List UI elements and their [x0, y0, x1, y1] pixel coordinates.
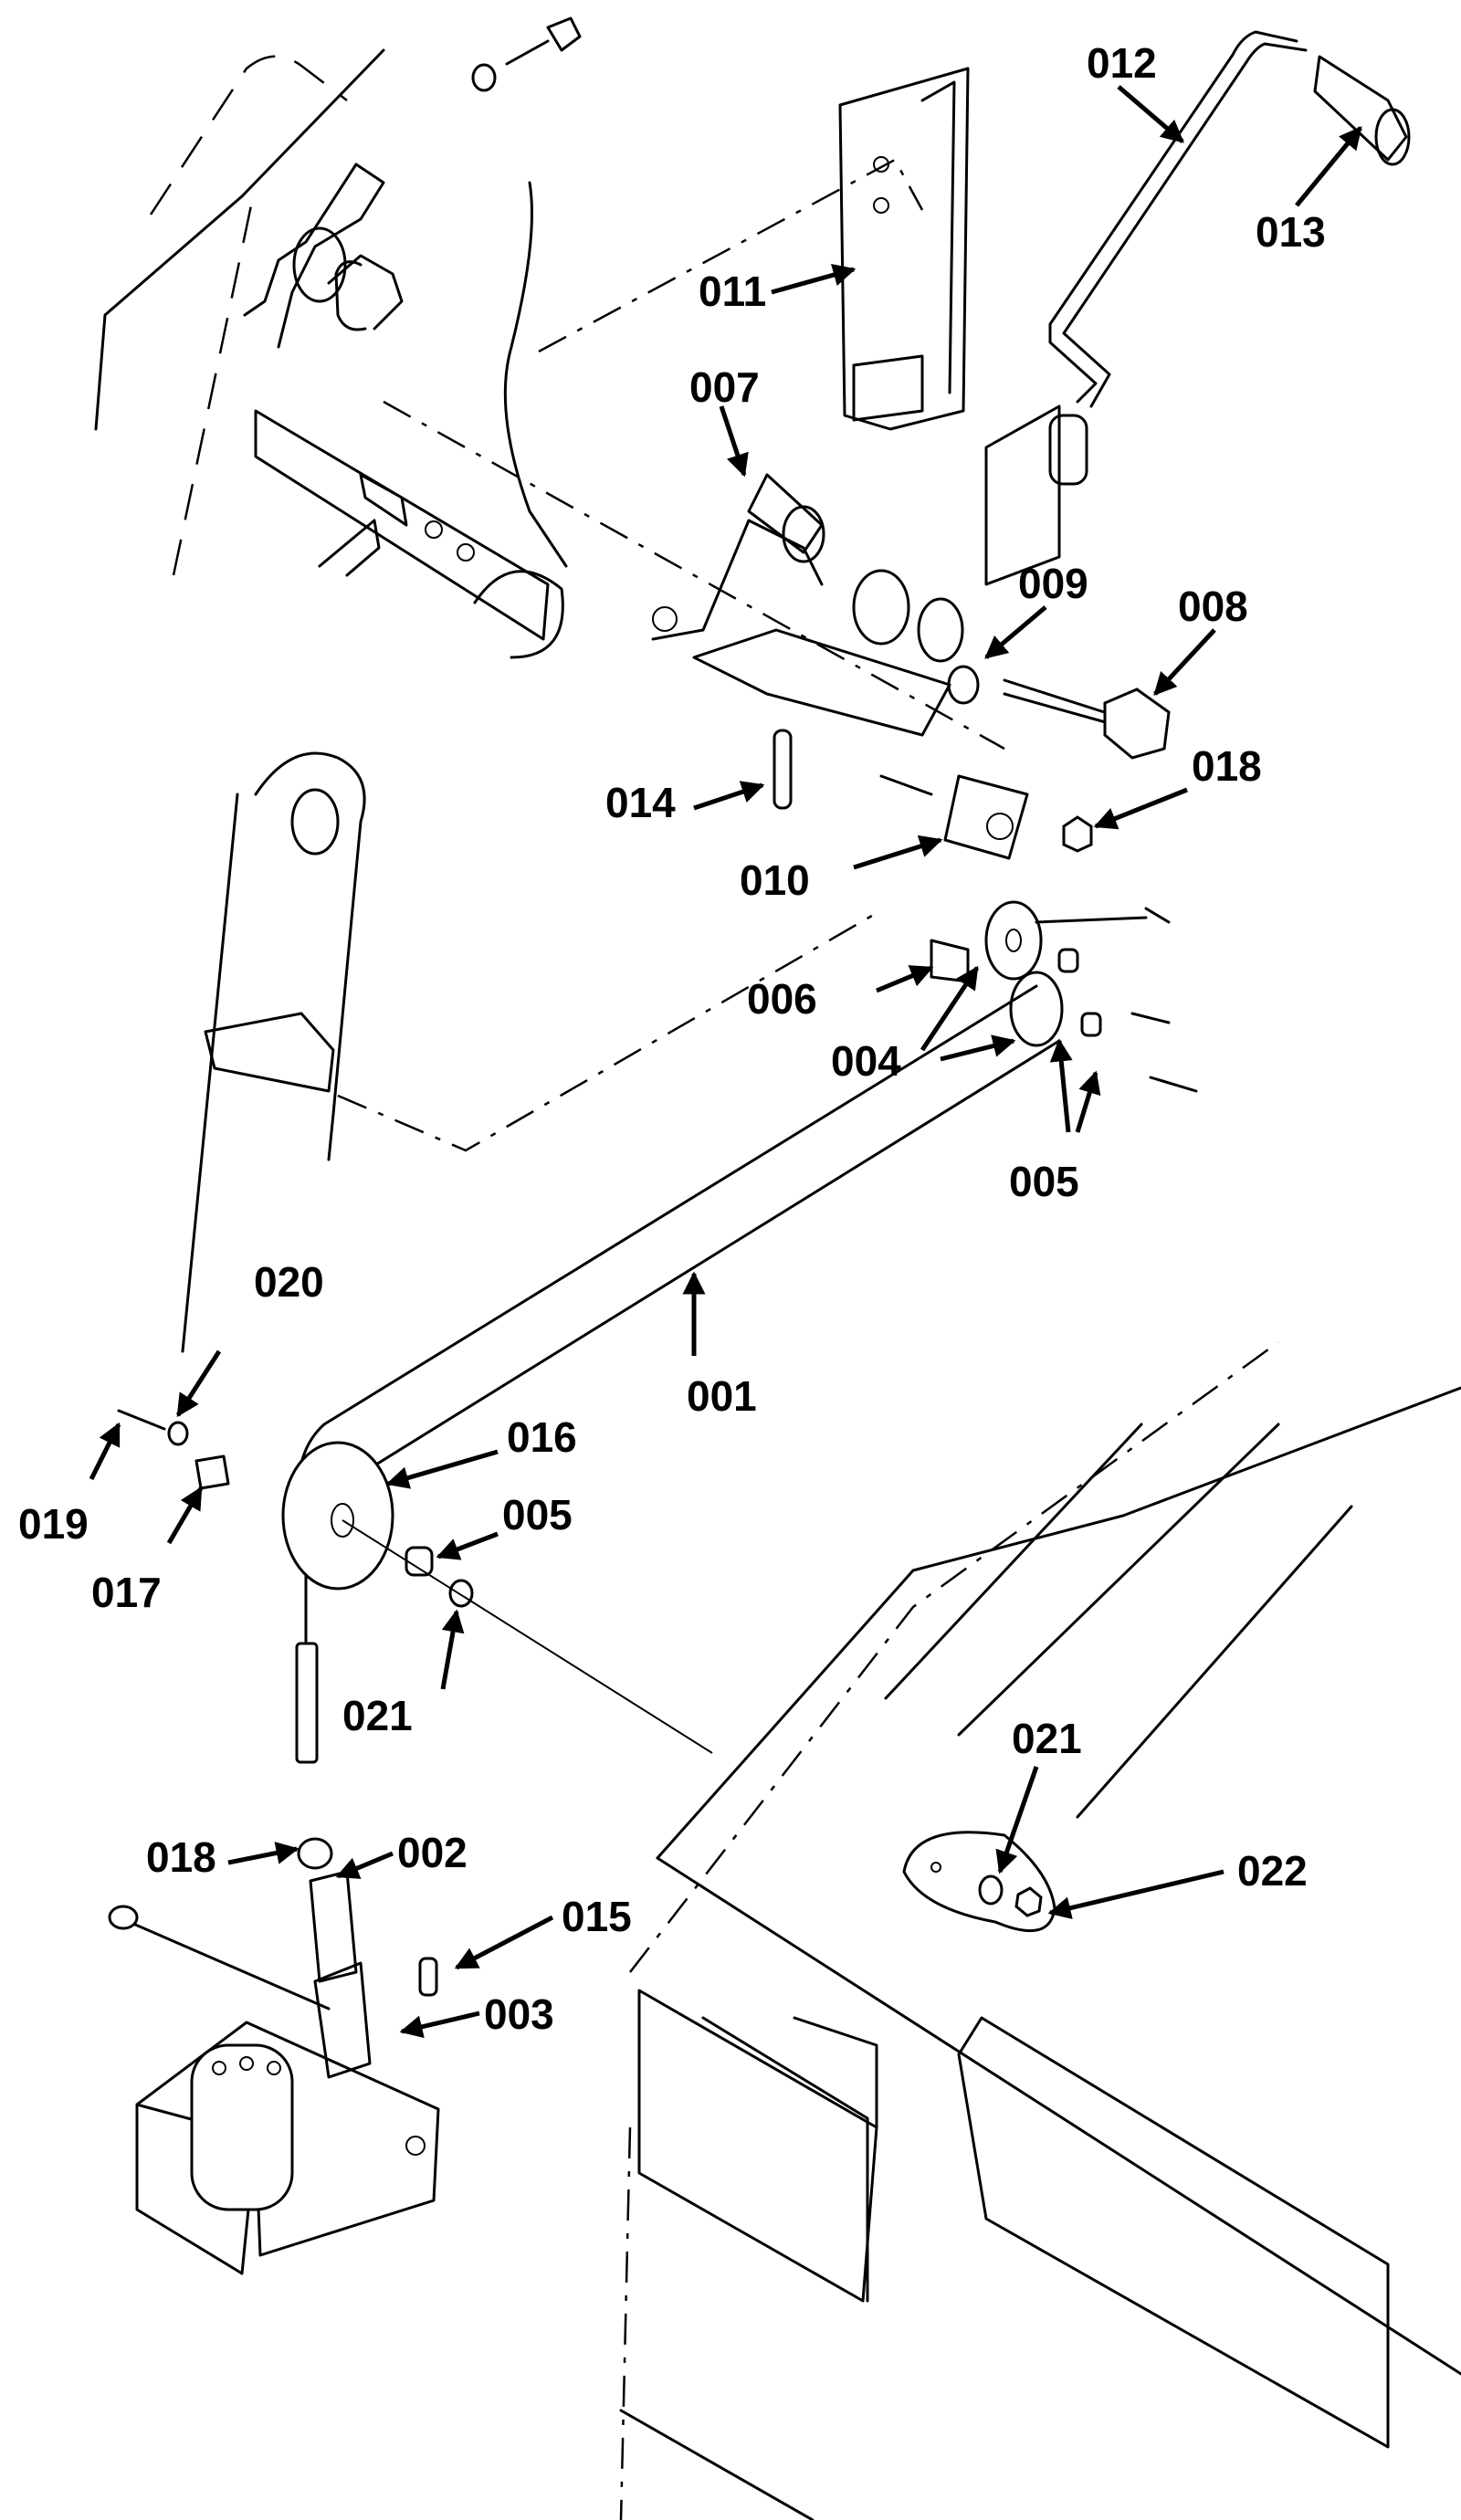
arrow-022 — [1047, 1869, 1225, 1919]
arrow-016 — [385, 1449, 499, 1489]
callout-020: 020 — [254, 1258, 324, 1306]
callout-005-lower: 005 — [502, 1491, 573, 1538]
arrow-003 — [399, 2011, 480, 2039]
arrow-005b — [436, 1531, 499, 1560]
arrow-018b — [227, 1842, 300, 1865]
arrow-018a — [1093, 787, 1188, 830]
lower-right-body — [619, 1340, 1461, 2520]
arrow-013 — [1295, 126, 1362, 207]
arrow-007 — [719, 405, 749, 478]
arrow-010 — [853, 835, 943, 870]
callout-022: 022 — [1237, 1847, 1308, 1895]
callout-003: 003 — [484, 1990, 554, 2038]
arrow-011 — [771, 263, 857, 295]
callout-014: 014 — [605, 779, 676, 826]
callout-004: 004 — [831, 1037, 901, 1085]
arrow-005a2 — [1075, 1070, 1101, 1133]
solenoid-bracket — [108, 1837, 440, 2275]
arrow-021b — [995, 1766, 1039, 1874]
arrow-021a — [440, 1609, 465, 1690]
callout-015: 015 — [562, 1893, 632, 1940]
callout-021-right: 021 — [1012, 1715, 1082, 1762]
callout-016: 016 — [507, 1413, 577, 1461]
callout-018-upper: 018 — [1192, 742, 1262, 790]
callout-002: 002 — [397, 1829, 468, 1876]
callout-008: 008 — [1178, 583, 1248, 630]
left-arm — [181, 751, 878, 1353]
knob-008 — [1003, 678, 1171, 760]
pulley-016 — [117, 1409, 713, 1754]
callout-arrows — [89, 85, 1362, 2039]
arrow-015 — [454, 1915, 554, 1970]
plate-010 — [879, 774, 1093, 860]
callout-010: 010 — [740, 856, 810, 904]
arrow-014 — [693, 781, 765, 811]
arrow-012 — [1117, 85, 1184, 143]
pin-014 — [773, 729, 793, 810]
arrow-020 — [175, 1349, 222, 1418]
callout-012: 012 — [1087, 39, 1157, 87]
arrow-019 — [89, 1422, 121, 1481]
callout-006: 006 — [747, 975, 817, 1023]
arrow-009 — [984, 605, 1047, 659]
arrow-017 — [166, 1486, 204, 1545]
arrow-004b — [940, 1034, 1016, 1062]
upper-left-panel — [94, 16, 1005, 751]
pulleys-004 — [930, 900, 1198, 1093]
callout-001: 001 — [687, 1372, 757, 1420]
bracket-011 — [838, 67, 970, 431]
callout-021-left: 021 — [342, 1692, 413, 1739]
callout-013: 013 — [1256, 208, 1326, 256]
callout-011: 011 — [699, 268, 766, 315]
arrow-006 — [876, 965, 934, 993]
callout-019: 019 — [18, 1500, 89, 1548]
arrow-004a — [920, 965, 980, 1052]
callout-017: 017 — [91, 1569, 162, 1616]
callout-005-upper: 005 — [1009, 1158, 1079, 1205]
crank-012 — [984, 30, 1308, 586]
arrow-008 — [1153, 628, 1216, 696]
callout-labels: 001 002 003 004 005 005 006 007 008 009 … — [18, 39, 1326, 2038]
pivot-007 — [651, 473, 980, 737]
arrow-002 — [335, 1851, 394, 1879]
arrow-005a — [1049, 1038, 1073, 1133]
callout-009: 009 — [1018, 560, 1088, 607]
callout-007: 007 — [689, 363, 760, 411]
callout-018-lower: 018 — [146, 1833, 216, 1881]
cable-001 — [295, 984, 1061, 1764]
handle-013 — [1313, 55, 1411, 166]
